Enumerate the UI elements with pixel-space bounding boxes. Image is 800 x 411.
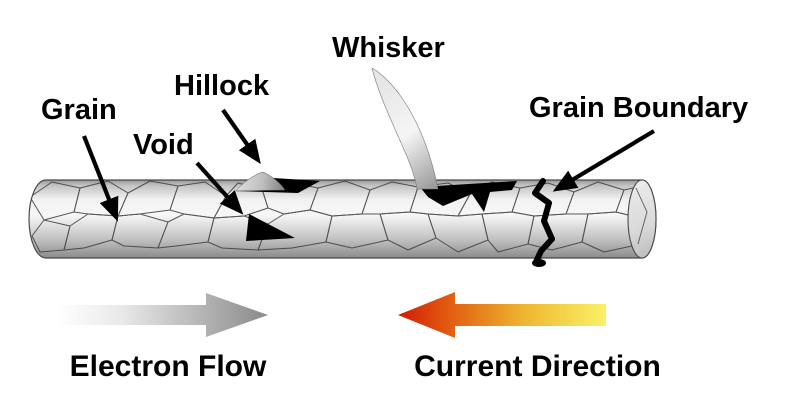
grain-boundary-label: Grain Boundary	[529, 92, 749, 124]
electron-flow-label: Electron Flow	[69, 350, 267, 383]
grain-texture	[29, 180, 649, 253]
hillock-shape	[235, 171, 286, 192]
void-shape	[246, 214, 295, 241]
grain-pointer-arrow	[82, 135, 119, 222]
whisker-base-patch	[420, 181, 517, 212]
end-cap-facets	[635, 187, 648, 245]
hillock-label: Hillock	[174, 70, 270, 102]
whisker-label: Whisker	[332, 32, 445, 64]
current-direction-label: Current Direction	[414, 350, 661, 383]
whisker-shape	[371, 67, 439, 190]
grain-boundary-crack	[532, 178, 555, 267]
void-pointer-arrow	[195, 161, 244, 215]
electron-flow-arrow	[58, 293, 268, 337]
hillock-pointer-arrow	[221, 108, 261, 165]
grain-boundary-pointer-arrow	[552, 129, 656, 192]
wire-end-cap	[627, 179, 657, 259]
grain-label: Grain	[41, 94, 117, 126]
void-label: Void	[133, 129, 194, 161]
current-direction-arrow	[398, 292, 606, 338]
